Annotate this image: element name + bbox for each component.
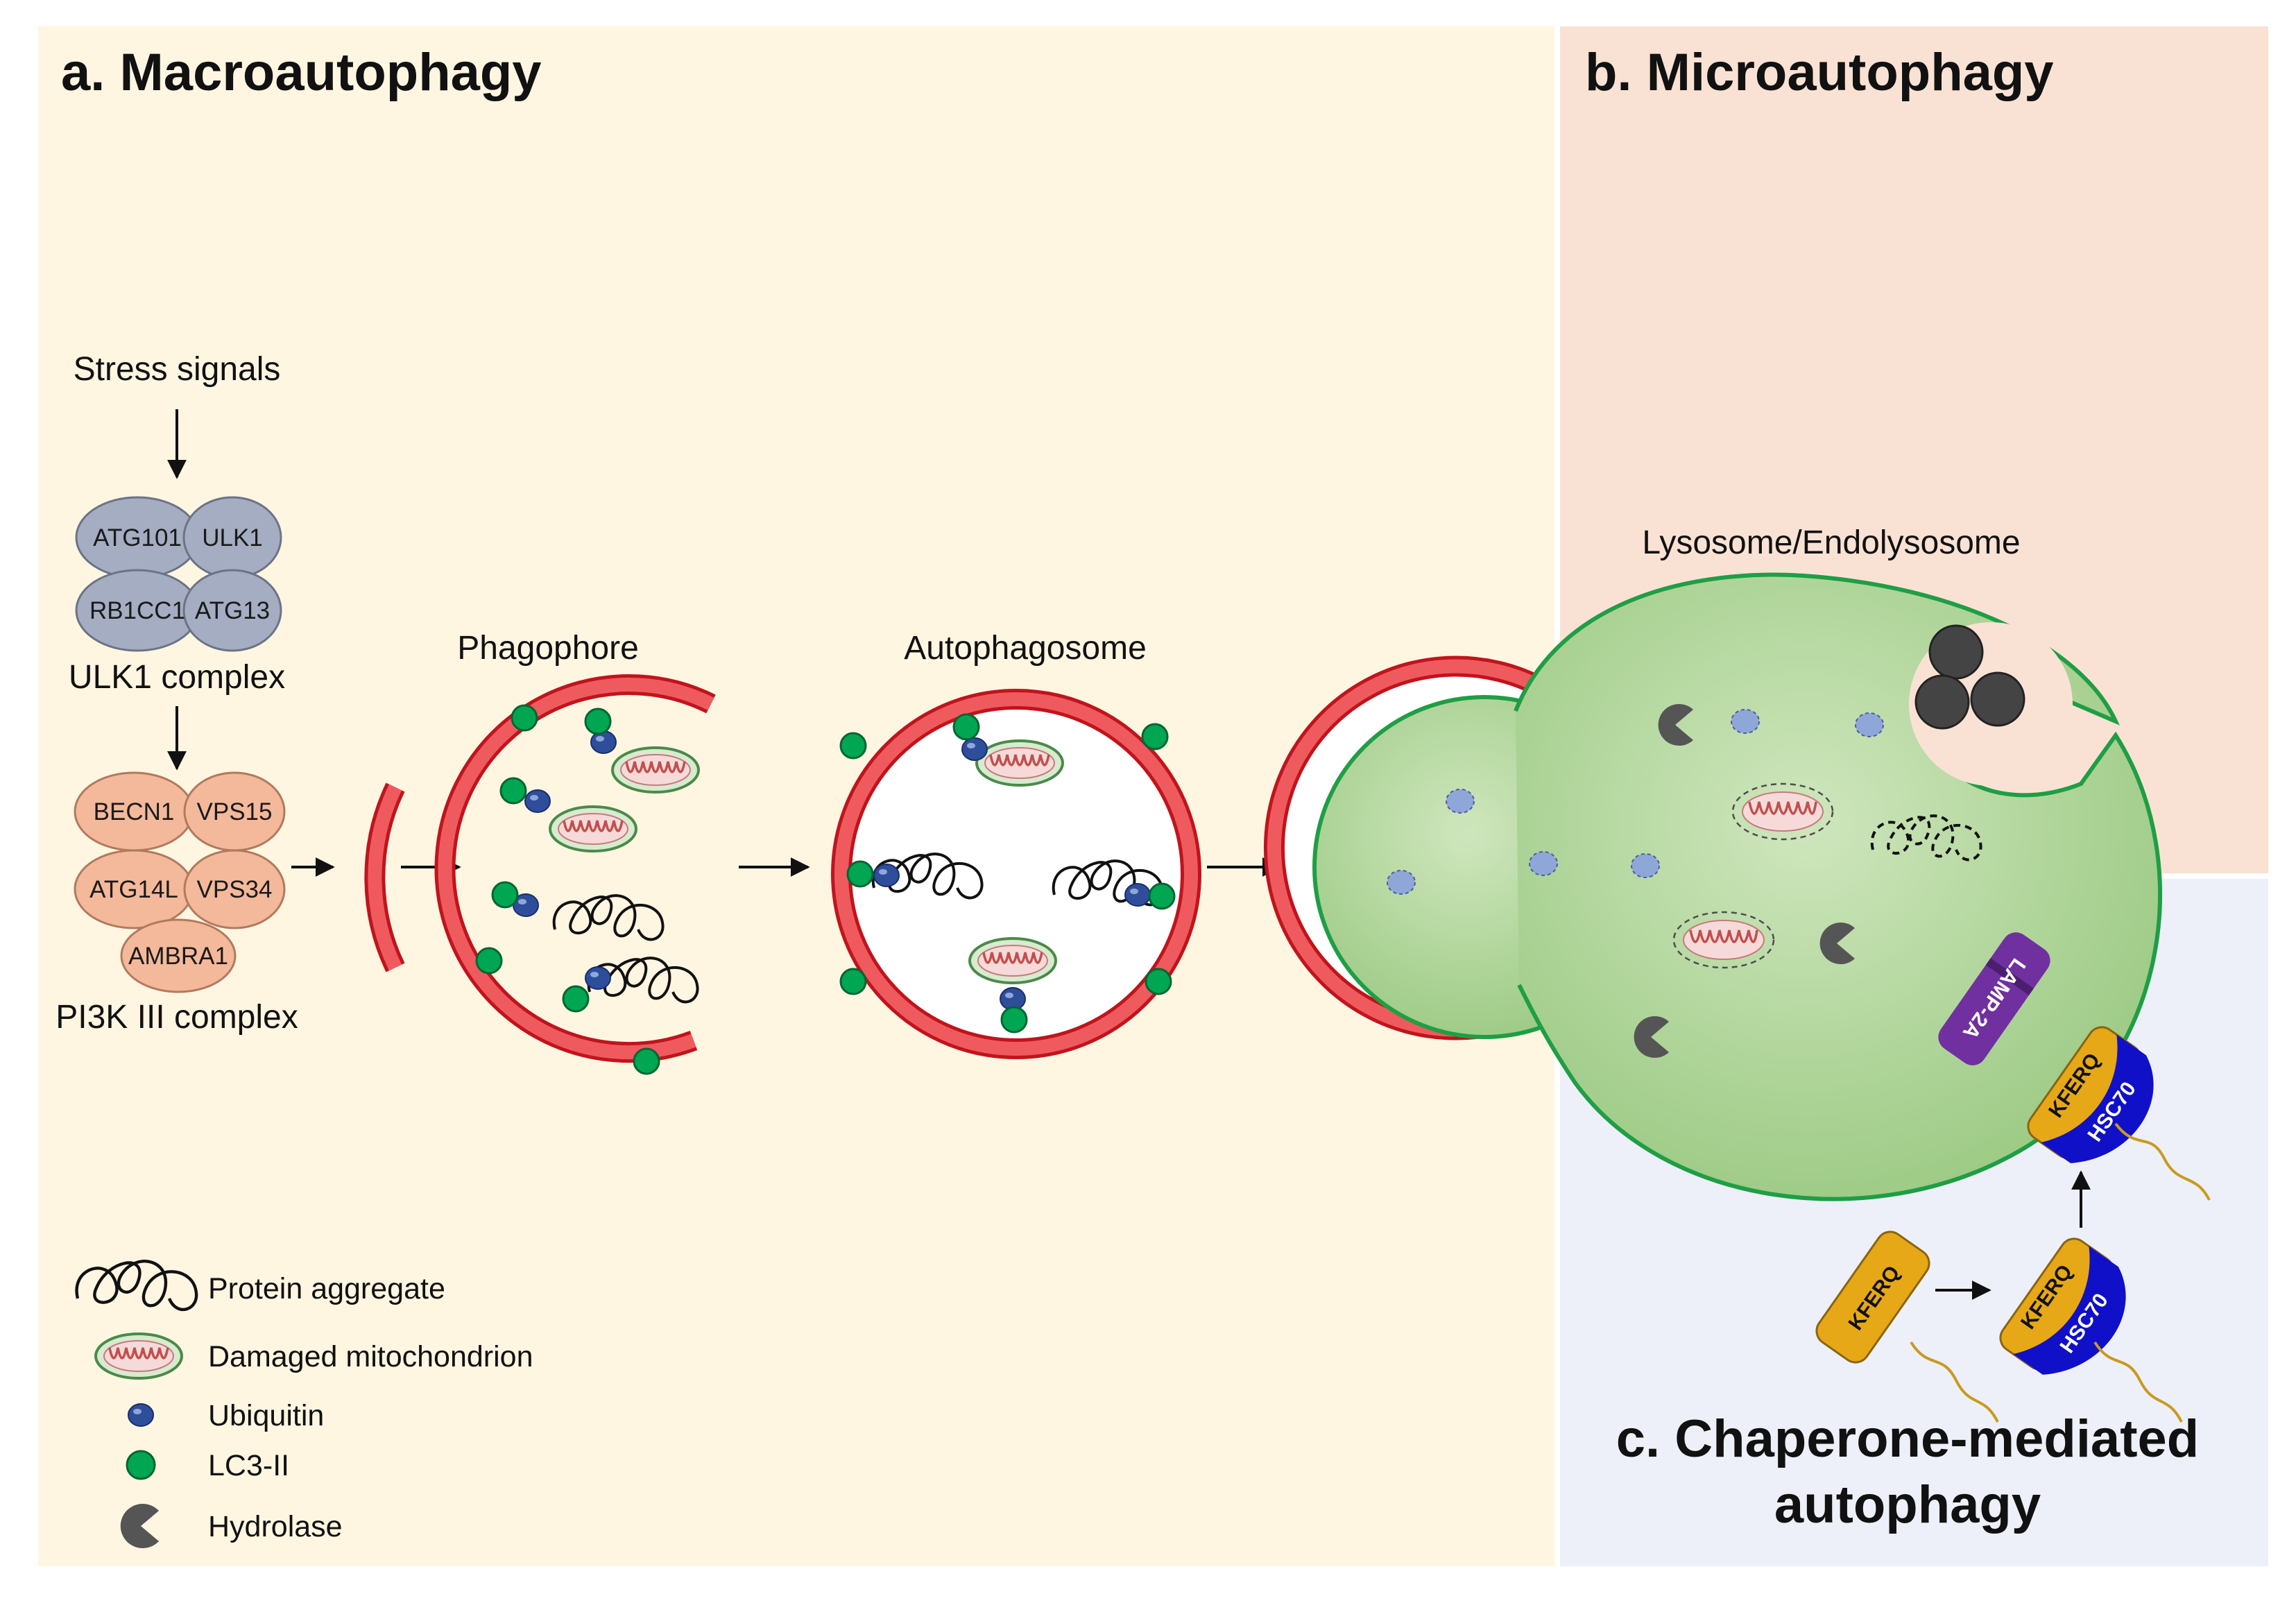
micro-title: b. Microautophagy (1585, 43, 2054, 102)
hydrolase-icon (120, 1504, 159, 1548)
legend-label-3: LC3-II (208, 1449, 289, 1482)
cma-title-line2: autophagy (1774, 1475, 2041, 1534)
lc3-icon (126, 1450, 156, 1480)
ulk1-node-ulk1: ULK1 (202, 524, 263, 551)
legend-label-4: Hydrolase (208, 1510, 343, 1543)
lysosome-label: Lysosome/Endolysosome (1642, 524, 2020, 561)
mitochondrion-icon (94, 1332, 183, 1380)
macro-title: a. Macroautophagy (61, 43, 542, 102)
pi3k-node-becn1: BECN1 (94, 798, 175, 825)
phagophore (434, 674, 716, 1075)
ulk1-complex: ATG101 ULK1 RB1CC1 ATG13 (75, 496, 282, 652)
autophagosome (831, 689, 1201, 1059)
legend-label-0: Protein aggregate (208, 1272, 445, 1305)
ulk1-complex-label: ULK1 complex (69, 659, 285, 696)
pi3k-node-atg14l: ATG14L (89, 876, 178, 903)
pi3k-node-vps15: VPS15 (197, 798, 273, 825)
legend-label-1: Damaged mitochondrion (208, 1340, 533, 1373)
cma-title-line1: c. Chaperone-mediated (1616, 1409, 2199, 1468)
ulk1-node-atg101: ATG101 (93, 524, 182, 551)
lysosome (1263, 572, 2162, 1201)
autophagosome-label: Autophagosome (904, 630, 1147, 667)
pi3k-node-vps34: VPS34 (197, 876, 273, 903)
kferq-free: KFERQ (1815, 1231, 1930, 1364)
lamp2a-receptor: LAMP-2A (1938, 932, 2050, 1065)
pi3k-complex: BECN1 VPS15 ATG14L VPS34 AMBRA1 (74, 771, 286, 993)
ulk1-node-atg13: ATG13 (195, 597, 270, 624)
pi3k-complex-label: PI3K III complex (55, 999, 298, 1036)
legend-label-2: Ubiquitin (208, 1399, 324, 1432)
pi3k-node-ambra1: AMBRA1 (128, 943, 228, 970)
kferq-hsc70-complex: KFERQ HSC70 (1999, 1237, 2126, 1375)
ubiquitin-icon (128, 1403, 154, 1427)
stress-signals-label: Stress signals (74, 351, 281, 388)
ulk1-node-rb1cc1: RB1CC1 (89, 597, 185, 624)
legend: Protein aggregate Damaged mitochondrion … (77, 1261, 533, 1548)
phagophore-label: Phagophore (457, 630, 639, 667)
